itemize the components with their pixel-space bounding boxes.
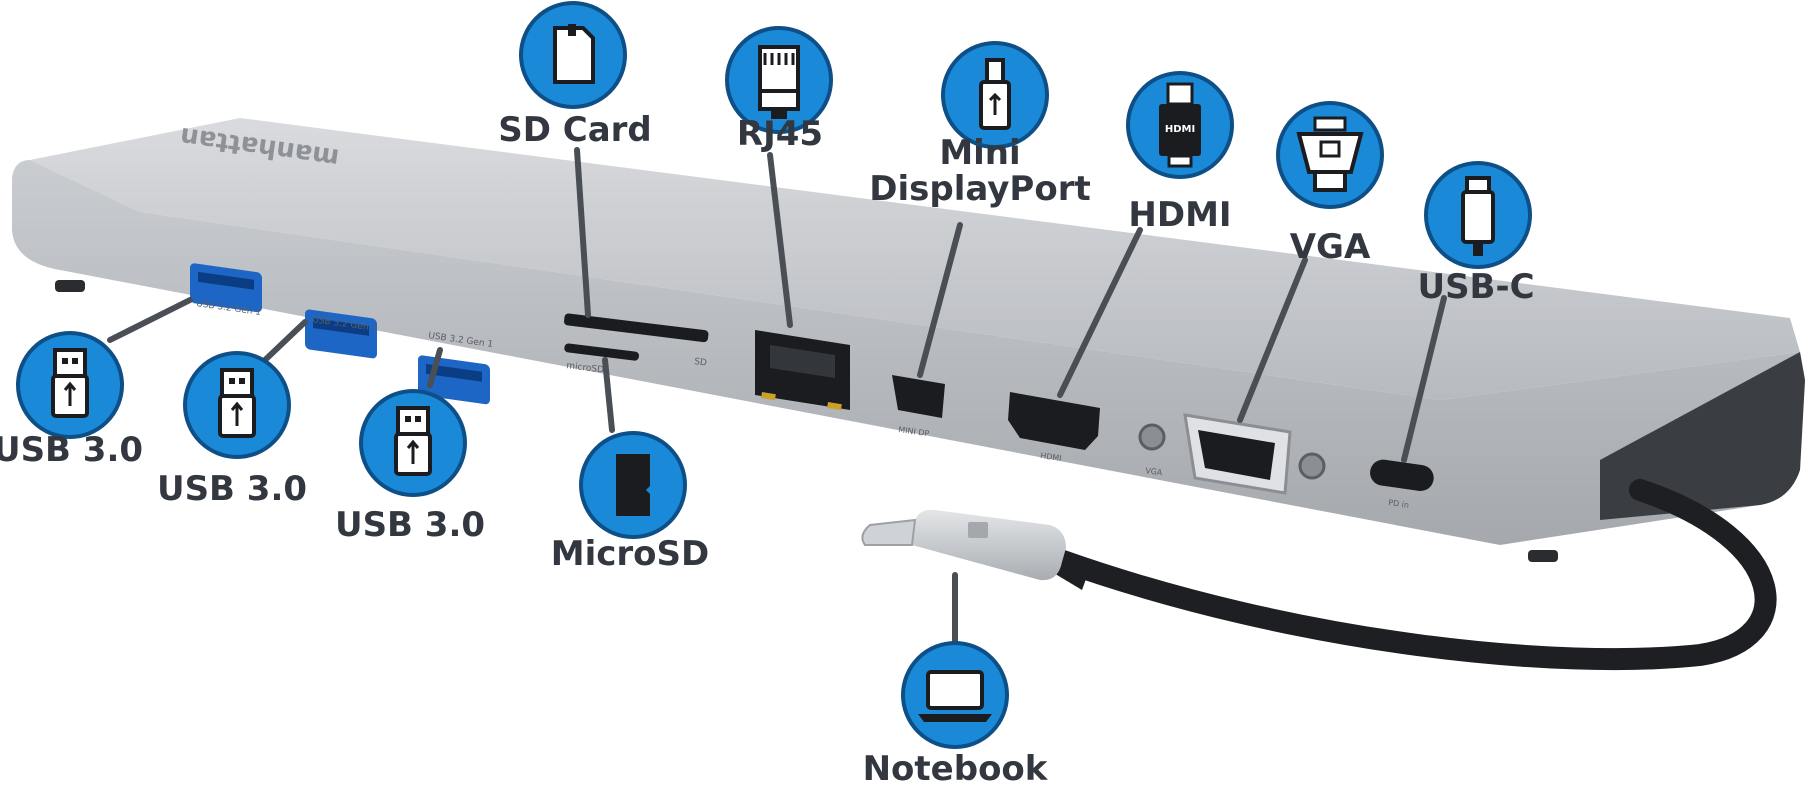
vga-icon xyxy=(1276,101,1384,209)
usb-icon xyxy=(16,331,124,439)
rj45-icon xyxy=(725,26,833,134)
usb-3-label-3: USB 3.0 xyxy=(334,505,486,545)
rj45-badge xyxy=(724,25,834,135)
usb-c-plug xyxy=(861,509,1090,590)
usb-icon xyxy=(359,389,467,497)
svg-text:HDMI: HDMI xyxy=(1165,124,1195,135)
hdmi-badge: HDMI xyxy=(1125,70,1235,180)
rj45-label: RJ45 xyxy=(736,114,824,154)
microsd-slot xyxy=(564,343,639,361)
sd-slot xyxy=(563,313,709,343)
usb-c-icon xyxy=(1424,161,1532,269)
vga-screw-right xyxy=(1298,452,1326,480)
mini-displayport-label: Mini DisplayPort xyxy=(869,133,1091,209)
microsd-marking: microSD xyxy=(566,361,605,376)
pd-in-marking: PD in xyxy=(1388,498,1410,510)
sd-card-icon xyxy=(519,1,627,109)
usb-3-badge-3 xyxy=(358,388,468,498)
notebook-badge xyxy=(900,640,1010,750)
sd-card-badge xyxy=(518,0,628,110)
sd-card-label: SD Card xyxy=(498,110,652,150)
rj45-port xyxy=(755,330,850,411)
mini-displayport-label-line-1: Mini xyxy=(939,133,1021,173)
mini-dp-port xyxy=(892,375,945,418)
usb-c-port xyxy=(1370,459,1434,491)
microsd-badge xyxy=(578,430,688,540)
hdmi-marking: HDMI xyxy=(1040,451,1062,463)
usb-icon xyxy=(183,351,291,459)
mini-displayport-badge xyxy=(940,40,1050,150)
usb-3-badge-1 xyxy=(15,330,125,440)
usb-3-label-2: USB 3.0 xyxy=(156,469,308,509)
mini-displayport-label-line-2: DisplayPort xyxy=(869,168,1091,209)
hdmi-icon: HDMI xyxy=(1126,71,1234,179)
vga-label: VGA xyxy=(1289,227,1371,267)
microsd-icon xyxy=(579,431,687,539)
leader-lines xyxy=(107,147,1447,653)
vga-marking: VGA xyxy=(1145,466,1164,477)
vga-screw-left xyxy=(1138,423,1166,451)
hdmi-port xyxy=(1008,392,1100,450)
usb-c-cable xyxy=(1049,479,1777,671)
notebook-label: Notebook xyxy=(862,749,1048,789)
usb-a-port-1 xyxy=(190,263,262,313)
hdmi-label: HDMI xyxy=(1128,195,1232,235)
dock-end-cap xyxy=(1600,352,1805,520)
laptop-icon xyxy=(901,641,1009,749)
vga-badge xyxy=(1275,100,1385,210)
usb-c-label: USB-C xyxy=(1417,267,1535,307)
usb-3-badge-2 xyxy=(182,350,292,460)
usb-c-badge xyxy=(1423,160,1533,270)
usb-a-port-2 xyxy=(305,309,377,359)
sd-marking: SD xyxy=(694,357,708,368)
usb-icon xyxy=(941,41,1049,149)
mini-dp-marking: MINI DP xyxy=(898,425,930,438)
usb-3-label-1: USB 3.0 xyxy=(0,430,144,470)
dock-top-face xyxy=(30,118,1800,400)
dock-front-face xyxy=(12,160,1805,545)
microsd-label: MicroSD xyxy=(550,534,710,574)
